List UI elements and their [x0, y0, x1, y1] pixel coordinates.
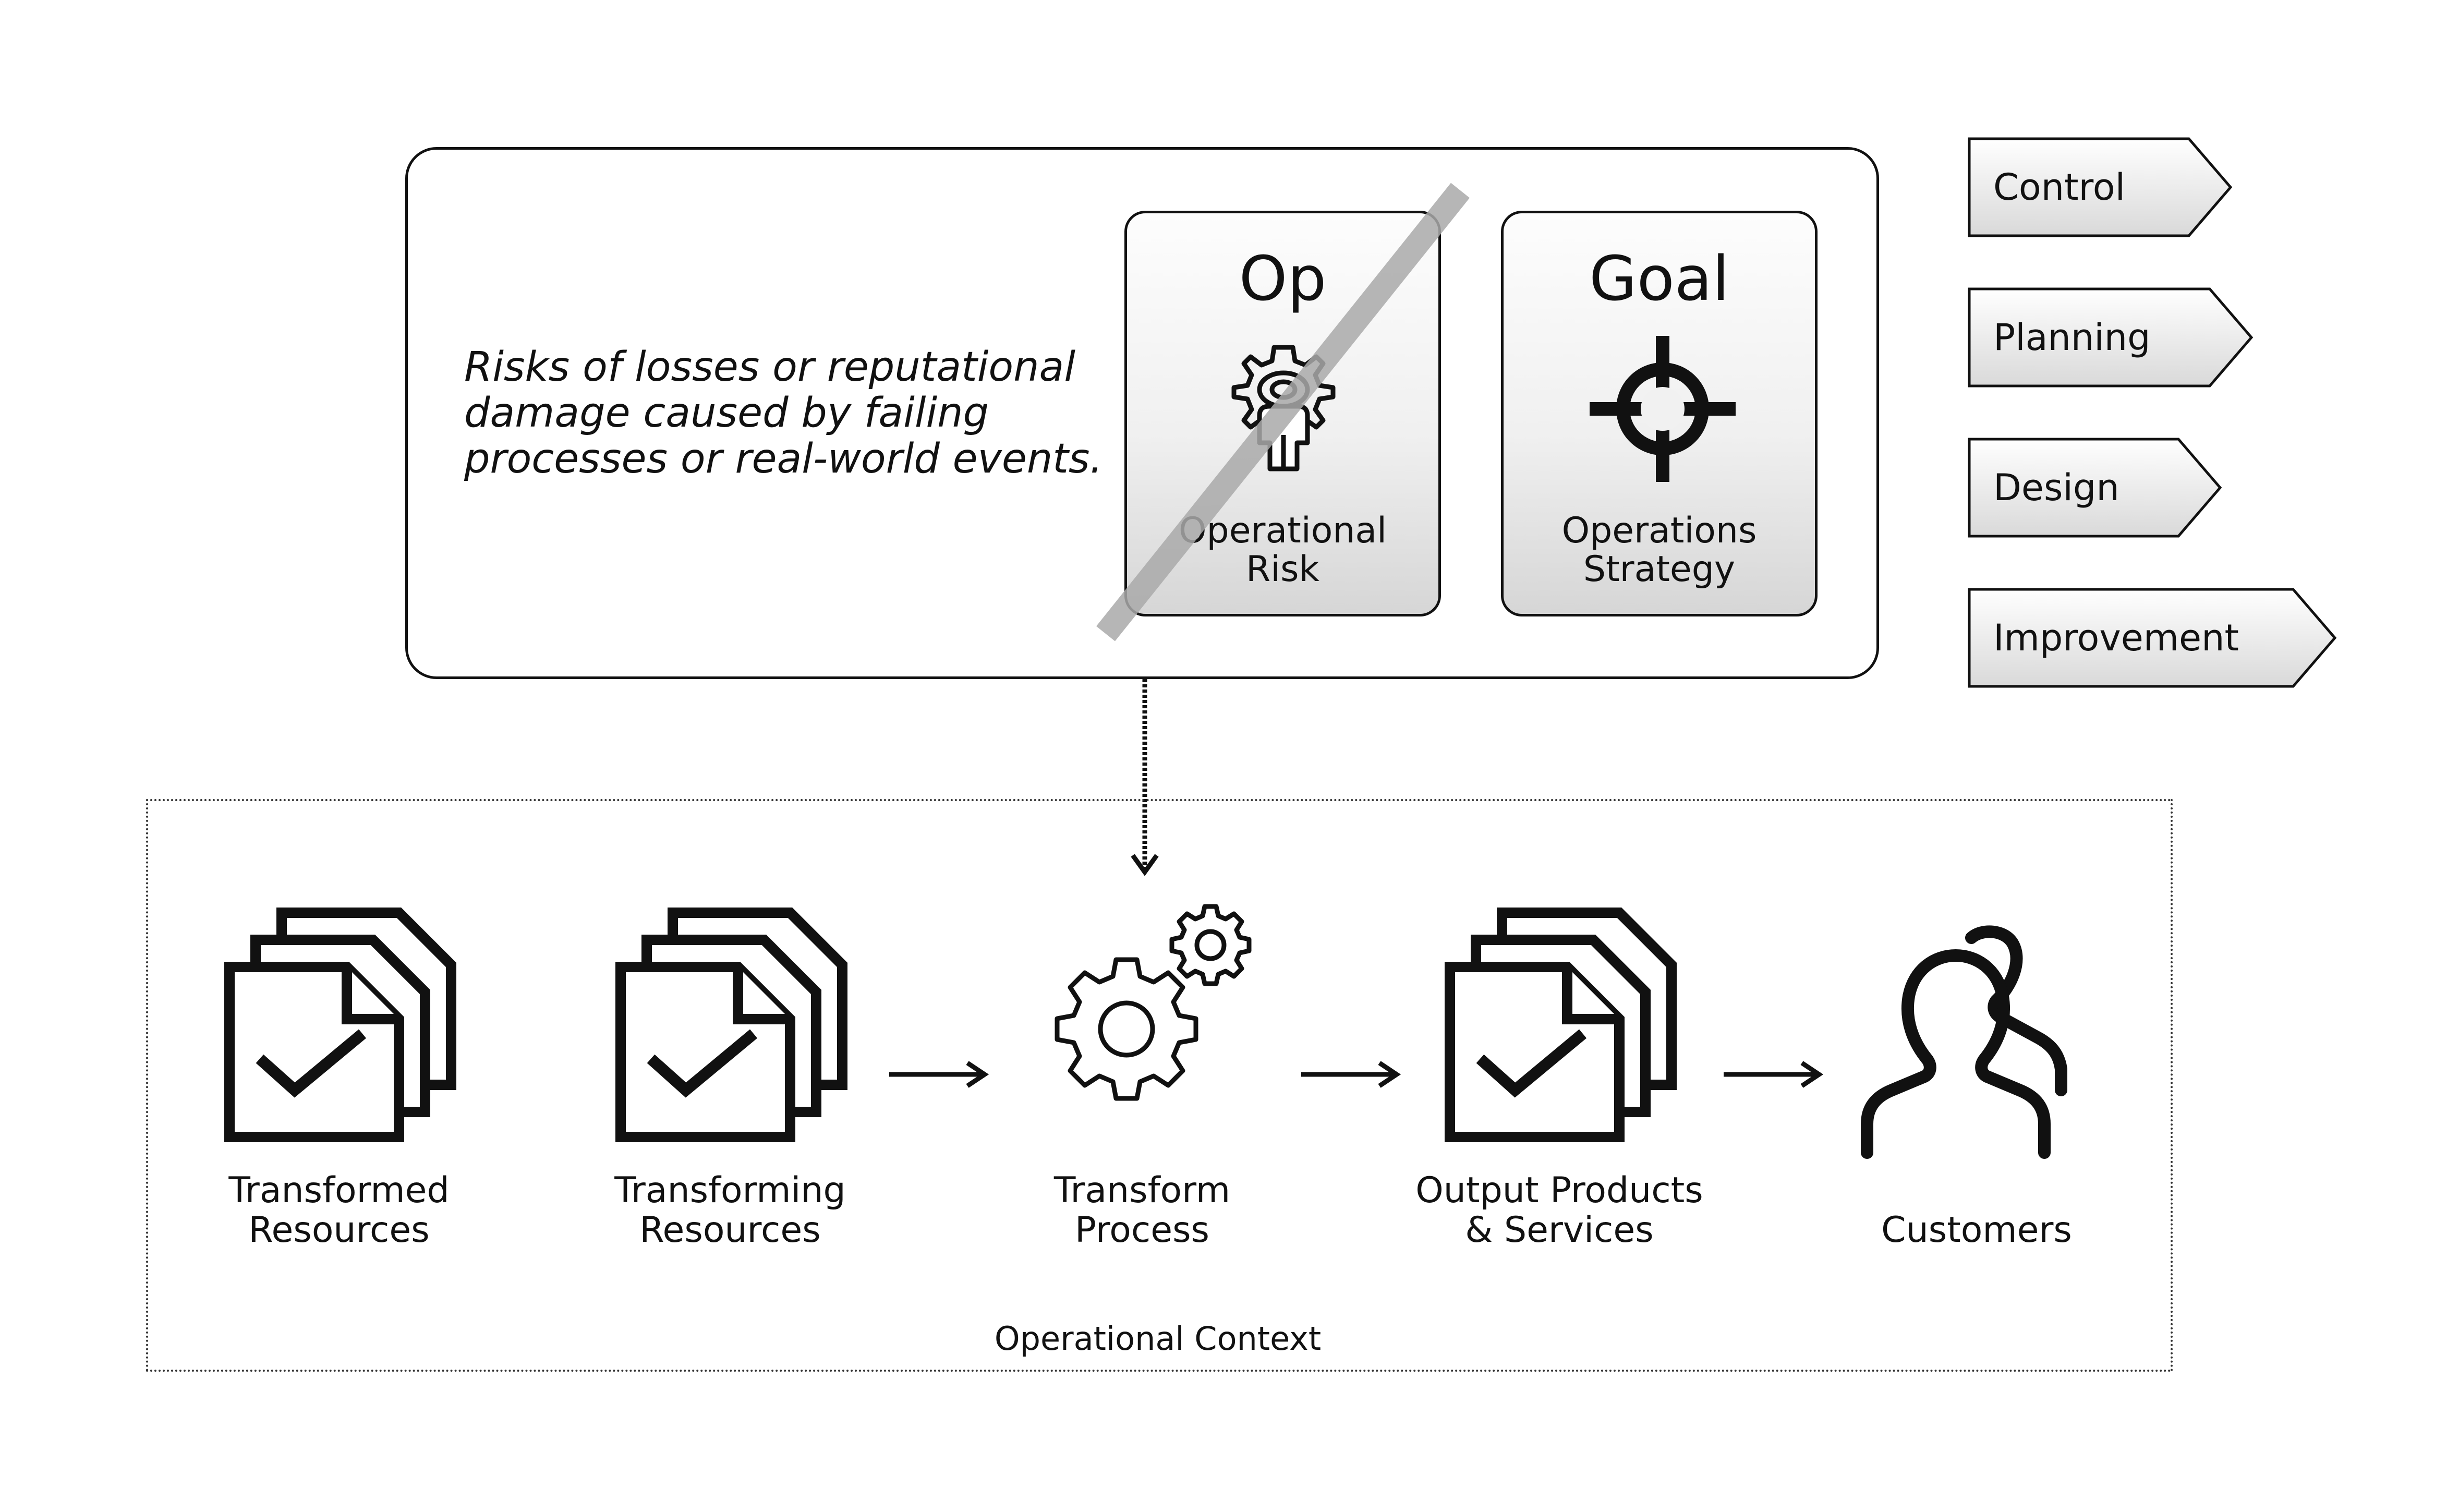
flow-arrow-icon — [1724, 1061, 1824, 1088]
step-label-line: Resources — [639, 1209, 821, 1251]
target-crosshair-icon — [1590, 336, 1736, 482]
risk-description: Risks of losses or reputational damage c… — [464, 344, 1116, 482]
step-label-line: Transforming — [614, 1170, 846, 1211]
tab-control[interactable]: Control — [1967, 137, 2233, 241]
risk-description-line: Risks of losses or reputational — [464, 344, 1076, 391]
card-title: Goal — [1589, 243, 1729, 315]
documents-check-icon — [615, 908, 847, 1142]
tab-label: Improvement — [1993, 616, 2239, 659]
strike-through-line — [1096, 183, 1470, 642]
tab-label: Control — [1993, 166, 2126, 209]
step-label-line: Customers — [1881, 1209, 2072, 1251]
tab-design[interactable]: Design — [1967, 437, 2223, 541]
step-label: Customers — [1820, 1211, 2133, 1250]
card-label-line: Operations — [1561, 510, 1757, 551]
documents-check-icon — [1445, 908, 1677, 1142]
risk-description-line: processes or real-world events. — [464, 436, 1103, 482]
step-label-line: Process — [1075, 1209, 1209, 1251]
operations-strategy-card[interactable]: Goal Operations Strategy — [1501, 211, 1818, 616]
card-label-line: Risk — [1246, 549, 1319, 590]
chevron-tab-shape — [1968, 137, 2233, 237]
tab-improvement[interactable]: Improvement — [1967, 587, 2337, 692]
card-label: Operational Risk — [1127, 512, 1438, 589]
documents-check-icon — [224, 908, 456, 1142]
context-label: Operational Context — [994, 1320, 1322, 1358]
flow-arrow-icon — [1301, 1061, 1401, 1088]
risk-description-line: damage caused by failing — [464, 390, 989, 437]
step-label-line: Transform — [1053, 1170, 1231, 1211]
step-label-line: Transformed — [228, 1170, 450, 1211]
gears-icon — [1055, 904, 1252, 1101]
step-label-line: Output Products — [1415, 1170, 1703, 1211]
chevron-tab-shape — [1968, 438, 2222, 538]
tab-label: Planning — [1993, 316, 2151, 359]
step-label-line: Resources — [248, 1209, 430, 1251]
operational-context-frame — [146, 799, 2173, 1372]
tab-planning[interactable]: Planning — [1967, 287, 2254, 391]
connector-arrow — [1131, 679, 1159, 876]
step-label: Transformed Resources — [183, 1171, 495, 1250]
step-label-line: & Services — [1465, 1209, 1654, 1251]
card-title: Op — [1239, 243, 1327, 315]
flow-arrow-icon — [889, 1061, 989, 1088]
step-label: Transforming Resources — [574, 1171, 887, 1250]
step-label: Output Products & Services — [1403, 1171, 1716, 1250]
chevron-tab-shape — [1968, 588, 2337, 688]
users-icon — [1861, 925, 2067, 1159]
step-label: Transform Process — [986, 1171, 1299, 1250]
chevron-tab-shape — [1968, 287, 2254, 388]
card-label: Operations Strategy — [1504, 512, 1815, 589]
tab-label: Design — [1993, 466, 2119, 509]
card-label-line: Strategy — [1583, 549, 1736, 590]
